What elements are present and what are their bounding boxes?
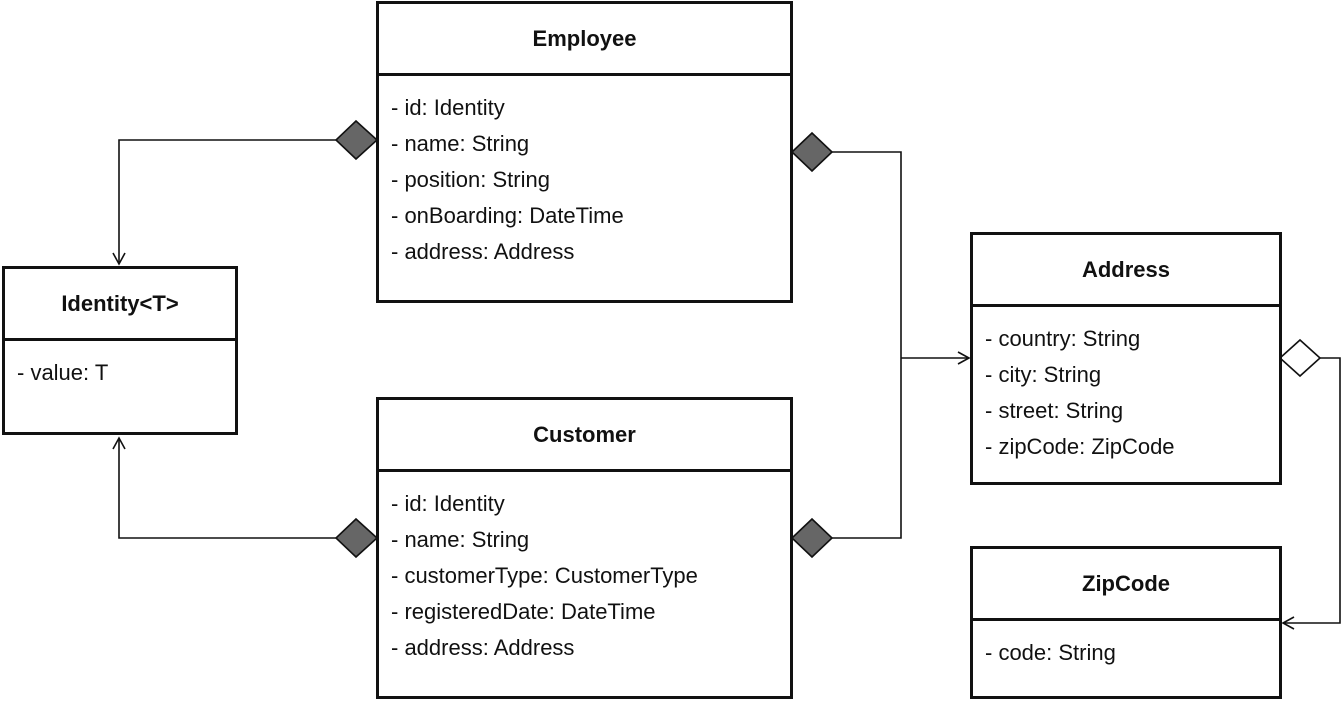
attribute: - city: String <box>985 362 1102 387</box>
class-identity-attributes: - value: T <box>5 341 235 391</box>
customer-identity-connector <box>112 436 336 539</box>
attribute: - country: String <box>985 326 1141 351</box>
customer-address-composition-diamond <box>790 517 834 559</box>
address-zipcode-connector <box>1281 357 1341 630</box>
attribute: - id: Identity <box>391 95 505 120</box>
attribute: - address: Address <box>391 239 575 264</box>
customer-address-connector <box>832 358 902 539</box>
class-customer-attributes: - id: Identity - name: String - customer… <box>379 472 790 666</box>
class-zipcode-name: ZipCode <box>973 549 1279 621</box>
attribute: - position: String <box>391 167 550 192</box>
class-employee[interactable]: Employee - id: Identity - name: String -… <box>376 1 793 303</box>
class-address-name: Address <box>973 235 1279 307</box>
employee-address-composition-diamond <box>790 131 834 173</box>
employee-identity-composition-diamond <box>334 119 379 161</box>
customer-identity-composition-diamond <box>334 517 379 559</box>
attribute: - customerType: CustomerType <box>391 563 698 588</box>
class-employee-name: Employee <box>379 4 790 76</box>
attribute: - street: String <box>985 398 1124 423</box>
class-customer[interactable]: Customer - id: Identity - name: String -… <box>376 397 793 699</box>
attribute: - id: Identity <box>391 491 505 516</box>
attribute: - name: String <box>391 131 530 156</box>
class-employee-attributes: - id: Identity - name: String - position… <box>379 76 790 270</box>
attribute: - onBoarding: DateTime <box>391 203 624 228</box>
employee-address-connector <box>832 151 902 358</box>
address-zipcode-aggregation-diamond <box>1278 338 1322 378</box>
attribute: - value: T <box>17 360 109 385</box>
class-identity-name: Identity<T> <box>5 269 235 341</box>
employee-identity-connector <box>112 139 336 266</box>
class-customer-name: Customer <box>379 400 790 472</box>
attribute: - address: Address <box>391 635 575 660</box>
attribute: - name: String <box>391 527 530 552</box>
class-address-attributes: - country: String - city: String - stree… <box>973 307 1279 465</box>
attribute: - registeredDate: DateTime <box>391 599 656 624</box>
class-zipcode-attributes: - code: String <box>973 621 1279 671</box>
attribute: - zipCode: ZipCode <box>985 434 1175 459</box>
attribute: - code: String <box>985 640 1116 665</box>
class-address[interactable]: Address - country: String - city: String… <box>970 232 1282 485</box>
class-identity[interactable]: Identity<T> - value: T <box>2 266 238 435</box>
class-zipcode[interactable]: ZipCode - code: String <box>970 546 1282 699</box>
